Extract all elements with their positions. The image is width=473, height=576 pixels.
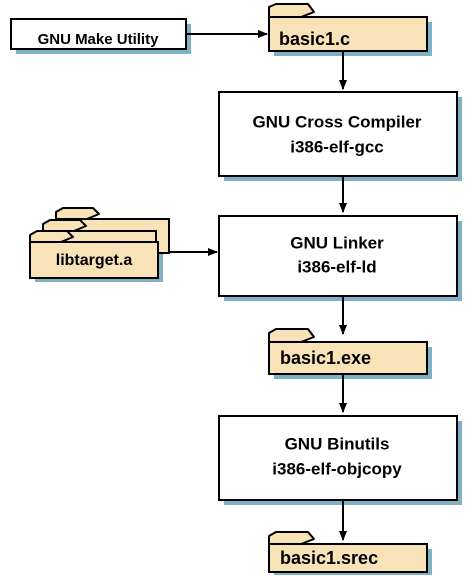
compiler-command: i386-elf-gcc	[290, 137, 384, 156]
make-utility-label: GNU Make Utility	[38, 31, 160, 48]
make-utility-box: GNU Make Utility	[10, 18, 191, 54]
compiler-box: GNU Cross Compiler i386-elf-gcc	[218, 91, 462, 181]
binutils-command: i386-elf-objcopy	[272, 459, 402, 478]
compiler-title: GNU Cross Compiler	[252, 112, 421, 131]
linker-title: GNU Linker	[290, 233, 384, 252]
executable-file-icon: basic1.exe	[268, 328, 432, 379]
binutils-box: GNU Binutils i386-elf-objcopy	[218, 415, 462, 505]
srec-file-label: basic1.srec	[280, 548, 378, 568]
binutils-title: GNU Binutils	[285, 434, 390, 453]
library-file-icon: libtarget.a	[29, 207, 170, 282]
source-file-label: basic1.c	[279, 29, 350, 49]
library-file-label: libtarget.a	[56, 252, 133, 269]
executable-file-label: basic1.exe	[280, 348, 371, 368]
srec-file-icon: basic1.srec	[268, 531, 432, 575]
linker-command: i386-elf-ld	[297, 257, 376, 276]
source-file-icon: basic1.c	[268, 3, 432, 56]
linker-box: GNU Linker i386-elf-ld	[218, 215, 462, 301]
